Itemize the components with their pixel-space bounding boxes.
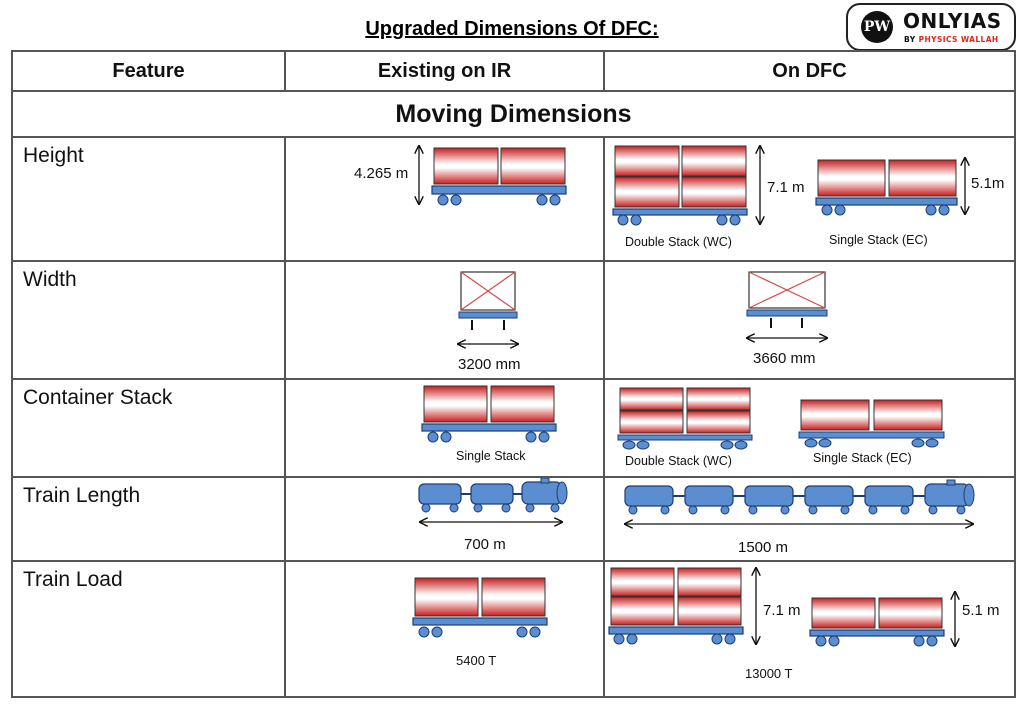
dfc-stack-cell: Double Stack (WC) Single Stack (EC) [603,378,1016,478]
ir-wagon-single [431,147,567,206]
ir-height-diagram: 4.265 m [354,138,567,206]
dfc-load-cell: 7.1 m 5.1 m 13000 T [603,560,1016,698]
ir-stack-cell: Single Stack [284,378,605,478]
logo-name: ONLYIAS [903,9,1002,33]
dfc-load-single-wagon [809,597,945,647]
row-train-length: Train Length 700 m [11,476,1016,562]
logo-tagline: BY PHYSICS WALLAH [904,35,999,44]
ir-load-label: 5400 T [456,653,496,668]
header-feature: Feature [11,50,286,92]
ir-load-cell: 5400 T [284,560,605,698]
dfc-wagon-double [612,145,748,226]
dfc-width-label: 3660 mm [753,350,816,367]
feature-train-length: Train Length [11,476,286,562]
dfc-width-cell: 3660 mm [603,260,1016,380]
feature-train-load: Train Load [11,560,286,698]
ir-stack-diagram: Single Stack [421,385,557,463]
dfc-length-diagram: 1500 m [605,479,975,556]
dfc-height-cell: 7.1 m 5.1m Double Stack (WC) Single Stac… [603,136,1016,262]
ir-height-label: 4.265 m [354,165,408,182]
dfc-wagon-single [815,159,958,216]
dfc-single-stack-caption-2: Single Stack (EC) [813,451,912,465]
ir-width-cell: 3200 mm [284,260,605,380]
section-title: Moving Dimensions [11,90,1016,138]
dfc-stack-diagram: Double Stack (WC) Single Stack (EC) [617,387,945,468]
dfc-long-train [624,479,975,515]
ir-single-stack-wagon [421,385,557,443]
header-on-dfc: On DFC [603,50,1016,92]
ir-width-diagram: 3200 mm [286,271,521,373]
ir-container-crosssection [458,271,518,330]
dfc-container-crosssection [746,271,828,328]
dfc-length-label: 1500 m [738,539,788,556]
dfc-single-stack-caption: Single Stack (EC) [829,233,928,247]
ir-load-diagram: 5400 T [412,577,548,668]
dfc-height-diagram: 7.1 m 5.1m Double Stack (WC) Single Stac… [612,138,1004,249]
ir-height-cell: 4.265 m [284,136,605,262]
ir-length-diagram: 700 m [418,478,568,553]
ir-length-label: 700 m [464,536,506,553]
dfc-length-cell: 1500 m [603,476,1016,562]
page-title: Upgraded Dimensions Of DFC: [365,18,659,40]
feature-height: Height [11,136,286,262]
dfc-load-label: 13000 T [745,666,793,681]
dfc-double-stack-caption: Double Stack (WC) [625,235,732,249]
dimensions-table: Feature Existing on IR On DFC Moving Dim… [11,50,1016,698]
dfc-double-stack-caption-2: Double Stack (WC) [625,454,732,468]
dfc-single-stack-wagon [798,399,945,448]
pw-logo-icon: PW [861,11,893,43]
dfc-width-diagram: 3660 mm [605,271,1014,367]
dfc-load-double-height: 7.1 m [763,602,801,619]
ir-width-label: 3200 mm [458,356,521,373]
ir-length-cell: 700 m [284,476,605,562]
feature-container-stack: Container Stack [11,378,286,478]
dfc-load-single-height: 5.1 m [962,602,1000,619]
row-train-load: Train Load 5400 T [11,560,1016,698]
ir-short-train [418,478,568,513]
dfc-double-stack-wagon [617,387,753,450]
dfc-double-height-label: 7.1 m [767,179,805,196]
row-height: Height 4.265 m [11,136,1016,262]
ir-single-stack-caption: Single Stack [456,449,526,463]
dfc-load-double-wagon [608,567,744,645]
dfc-load-diagram: 7.1 m 5.1 m 13000 T [608,562,1000,681]
section-row: Moving Dimensions [11,90,1016,138]
feature-width: Width [11,260,286,380]
onlyias-logo: PW ONLYIAS BY PHYSICS WALLAH [846,3,1016,51]
dfc-single-height-label: 5.1m [971,175,1004,192]
header-row: Feature Existing on IR On DFC [11,50,1016,92]
row-container-stack: Container Stack Single Stack [11,378,1016,478]
row-width: Width 3200 mm [11,260,1016,380]
header-existing-ir: Existing on IR [284,50,605,92]
ir-load-wagon [412,577,548,638]
